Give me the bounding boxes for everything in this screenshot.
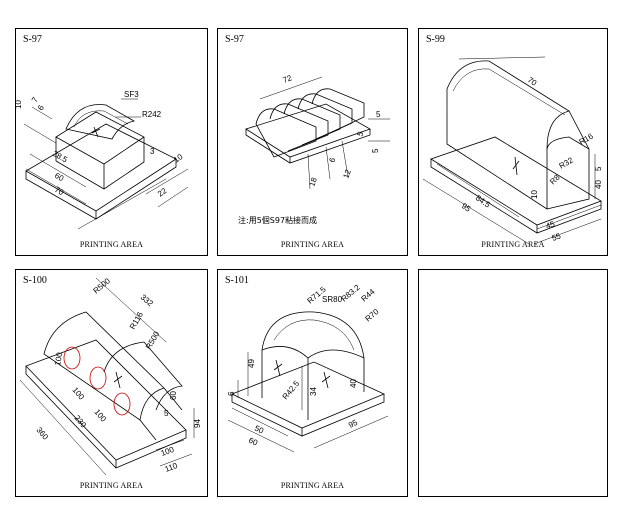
- dim-label: 95: [460, 201, 473, 214]
- arch-body: [43, 311, 165, 421]
- dim-label: SR80: [322, 295, 343, 304]
- dim-label: 5: [376, 110, 381, 119]
- printing-area-label: PRINTING AREA: [79, 240, 144, 249]
- ridge: [65, 104, 136, 140]
- base-sides: [25, 159, 177, 220]
- dim-label: R70: [364, 307, 381, 324]
- dim-label: R242: [142, 110, 162, 119]
- dim-label: R44: [360, 287, 377, 304]
- dim-label: 18: [307, 176, 319, 188]
- dim-label: 6: [227, 391, 236, 396]
- dim-label: 34: [309, 387, 318, 396]
- dim-label: R500: [144, 329, 162, 351]
- panel-s99: S-99 70 R16 R32 R8 5 40 10 84.5 95 45 55…: [418, 28, 608, 256]
- printing-area-label: PRINTING AREA: [280, 481, 345, 490]
- panel-s100: S-100 R500 332 R116 R500 100 100 100 230…: [15, 269, 208, 497]
- dome-outer: [261, 311, 365, 398]
- printing-area-label: PRINTING AREA: [280, 240, 345, 249]
- segments: [255, 88, 365, 158]
- dim-label: 230: [72, 414, 88, 430]
- drawing-s99: 70 R16 R32 R8 5 40 10 84.5 95 45 55: [422, 56, 603, 245]
- panel-s101: S-101 R71.5 SR80 R83.2 R44 R70 49 6 R42.…: [217, 269, 408, 497]
- dim-label: R500: [92, 276, 113, 296]
- panel-id: S-101: [225, 275, 249, 286]
- drawing-s97-a: 10 7 6 SF3 R242 28.5 60 70 3 10 22: [16, 90, 189, 230]
- dim-label: R83.2: [340, 283, 363, 304]
- dim-label: 10: [172, 152, 185, 165]
- dim-label: SF3: [124, 90, 139, 99]
- dim-label: 110: [164, 461, 180, 474]
- drawing-s97-b: 72 5 5 6 18 12 5: [245, 73, 390, 190]
- print-zone-1: [63, 346, 81, 370]
- dim-label: 5: [164, 409, 169, 418]
- dim-label: 72: [282, 73, 294, 85]
- dim-label: 7: [30, 95, 40, 104]
- dim-label: 49: [247, 359, 256, 368]
- dim-label: R42.5: [281, 379, 302, 402]
- printing-area-label: PRINTING AREA: [79, 481, 144, 490]
- dim-label: 95: [347, 418, 359, 430]
- dim-label: R32: [558, 155, 576, 170]
- dim-label: 22: [156, 186, 169, 199]
- dim-label: 40: [349, 379, 358, 388]
- dim-label: 3: [150, 147, 155, 156]
- dim-label: 10: [16, 100, 23, 109]
- panel-s97-b: S-97 72 5 5 6 18 12 5 注:用5個S97粘接而成 PRINT…: [217, 28, 408, 256]
- panel-id: S-97: [23, 34, 42, 45]
- dim-label: 100: [160, 445, 176, 458]
- body-end: [546, 136, 590, 210]
- panel-id: S-100: [23, 275, 47, 286]
- panel-s97-a: S-97 10 7 6 SF3 R242 28.5 60 70 3 10 2: [15, 28, 208, 256]
- print-zone-3: [113, 392, 131, 416]
- dim-label: 6: [327, 156, 337, 164]
- dim-label: 100: [53, 351, 64, 366]
- dim-label: 5: [355, 130, 365, 138]
- dim-label: 70: [526, 75, 539, 88]
- dim-label: 5: [371, 148, 380, 153]
- print-zone-2: [89, 366, 107, 390]
- drawing-s101: R71.5 SR80 R83.2 R44 R70 49 6 R42.5 34 4…: [227, 283, 389, 453]
- dim-label: 100: [92, 408, 108, 424]
- dim-label: 100: [70, 386, 86, 402]
- dim-label: 10: [530, 190, 539, 199]
- dim-label: 94: [193, 419, 202, 428]
- dim-label: 360: [34, 426, 50, 442]
- panel-id: S-97: [225, 34, 244, 45]
- dim-label: 60: [53, 171, 66, 184]
- dim-label: 55: [551, 231, 563, 243]
- dim-label: 332: [139, 293, 155, 309]
- dim-label: 6: [36, 103, 46, 112]
- arch-rear: [103, 341, 183, 411]
- drawing-s100: R500 332 R116 R500 100 100 100 230 360 5…: [19, 276, 202, 476]
- panel-id: S-99: [426, 34, 445, 45]
- printing-area-label: PRINTING AREA: [481, 240, 545, 249]
- dim-label: 12: [341, 168, 353, 180]
- dim-label: 60: [247, 436, 259, 448]
- dim-label: 28.5: [51, 149, 69, 165]
- dome-front-edge: [261, 346, 309, 420]
- dim-label: 40: [594, 180, 603, 189]
- dim-label: 50: [253, 424, 265, 436]
- dim-label: 60: [169, 391, 178, 400]
- panel-empty: [418, 269, 608, 497]
- assembly-note: 注:用5個S97粘接而成: [238, 216, 318, 225]
- dim-label: R8: [548, 172, 562, 186]
- dim-label: 5: [594, 166, 603, 171]
- base-top: [25, 123, 177, 212]
- dim-label: 45: [545, 219, 557, 231]
- base-top: [245, 103, 371, 158]
- body-front: [446, 60, 570, 210]
